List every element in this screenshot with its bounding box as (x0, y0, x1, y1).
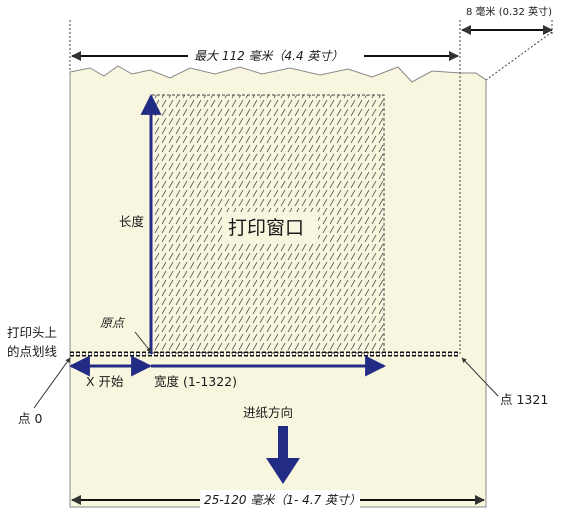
paper-length-label-bg (200, 490, 360, 508)
margin-label: 8 毫米 (0.32 英寸) (466, 5, 552, 18)
dot-1321-pointer (461, 357, 499, 397)
max-width-label-bg (188, 46, 364, 64)
print-window-label: 打印窗口 (228, 217, 304, 239)
max-width-label: 最大 112 毫米（4.4 英寸） (194, 49, 343, 63)
dot-0-pointer (33, 357, 71, 409)
margin-boundary (485, 31, 553, 81)
printhead-label-line1: 打印头上 (7, 325, 57, 340)
origin-label: 原点 (100, 316, 126, 330)
x-start-label: X 开始 (86, 374, 124, 389)
width-label: 宽度 (1-1322) (154, 374, 237, 389)
origin-pointer (134, 331, 152, 353)
feed-arrow-head (266, 458, 300, 484)
feed-direction-label: 进纸方向 (243, 405, 293, 420)
print-window-label-bg (222, 212, 318, 242)
printhead-label-line2: 的点划线 (7, 344, 58, 359)
paper-length-label: 25-120 毫米（1- 4.7 英寸） (204, 493, 361, 507)
length-label: 长度 (119, 214, 145, 229)
dot-1321-label: 点 1321 (500, 392, 548, 407)
feed-arrow-shaft (278, 426, 288, 460)
dot-0-label: 点 0 (18, 411, 42, 426)
